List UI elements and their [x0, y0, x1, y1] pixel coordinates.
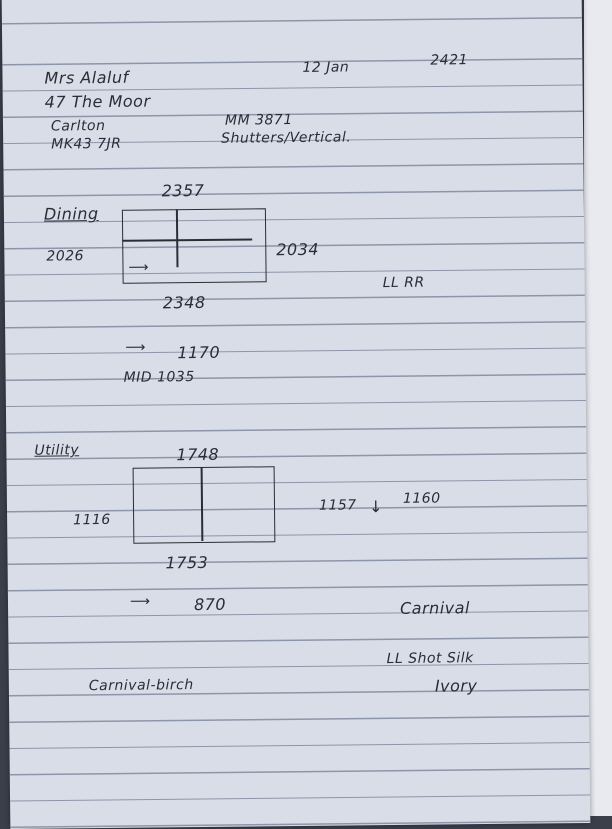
utility-drop-right: 1160 [402, 490, 441, 507]
utility-note: Carnival-birch [88, 677, 194, 695]
dining-top: 2357 [161, 180, 205, 201]
dining-right: 2034 [276, 239, 320, 260]
lined-paper: Mrs Alaluf 47 The Moor Carlton MK43 7JR … [1, 0, 591, 829]
arrow-icon: ⟶ [129, 593, 151, 610]
dining-left: 2026 [46, 248, 85, 265]
dining-mid: MID 1035 [123, 369, 195, 386]
utility-left: 1116 [73, 511, 111, 529]
customer-name: Mrs Alaluf [44, 67, 129, 88]
utility-bottom: 1753 [165, 552, 209, 573]
dining-arrow-value: 1170 [177, 342, 221, 363]
utility-fabric-spec: LL Shot Silk [386, 650, 474, 668]
dining-bottom: 2348 [162, 292, 206, 313]
utility-fabric: Carnival [399, 598, 471, 618]
down-arrow-icon: ↓ [368, 497, 384, 517]
utility-arrow-value: 870 [193, 594, 227, 615]
address-line2: Carlton [50, 117, 106, 135]
utility-drop-left: 1157 [318, 497, 357, 514]
product-type: Shutters/Vertical. [221, 129, 352, 147]
dining-ll-rr: LL RR [382, 274, 425, 292]
utility-window-sketch [132, 466, 276, 544]
date: 12 Jan [302, 59, 350, 76]
postcode: MK43 7JR [51, 135, 122, 153]
utility-label: Utility [34, 442, 80, 459]
arrow-icon: ⟶ [128, 259, 150, 276]
utility-top: 1748 [176, 444, 220, 465]
utility-colour: Ivory [434, 676, 478, 696]
dining-label: Dining [43, 204, 99, 224]
product-code: MM 3871 [224, 112, 293, 129]
address-line1: 47 The Moor [44, 91, 151, 112]
ref-number: 2421 [430, 52, 469, 69]
arrow-icon: ⟶ [125, 339, 146, 356]
